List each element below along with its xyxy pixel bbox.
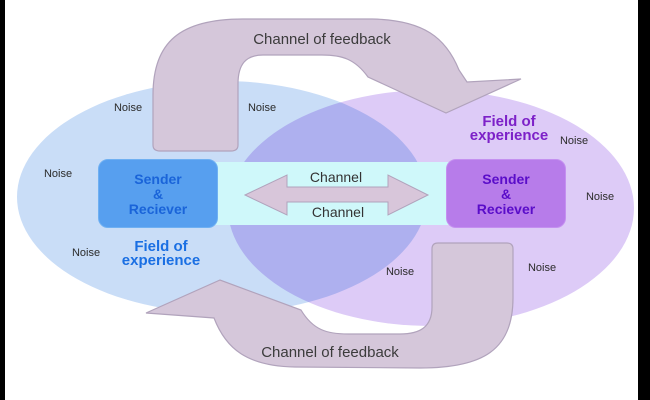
channel-label-top: Channel bbox=[309, 169, 363, 185]
left-field-line1: Field of bbox=[134, 238, 188, 255]
noise-label-top-left-inner: Noise bbox=[113, 102, 143, 114]
noise-label-bottom-right: Noise bbox=[527, 262, 557, 274]
right-box-line2: & bbox=[500, 186, 512, 202]
left-box-line3: Reciever bbox=[128, 201, 188, 217]
noise-label-top-center-left: Noise bbox=[247, 102, 277, 114]
right-letterbox-bar bbox=[638, 0, 650, 400]
noise-label-far-left: Noise bbox=[43, 168, 73, 180]
noise-label-far-right: Noise bbox=[585, 191, 615, 203]
top-feedback-arrow bbox=[152, 18, 522, 152]
left-letterbox-bar bbox=[0, 0, 5, 400]
noise-label-top-right: Noise bbox=[559, 135, 589, 147]
left-box-line1: Sender bbox=[134, 171, 182, 187]
right-sender-receiver-box: Sender & Reciever bbox=[446, 159, 566, 228]
right-box-line3: Reciever bbox=[476, 201, 536, 217]
right-field-line1: Field of bbox=[482, 113, 536, 130]
channel-label-bottom: Channel bbox=[311, 204, 365, 220]
top-feedback-label: Channel of feedback bbox=[253, 31, 391, 48]
noise-label-bottom-left: Noise bbox=[71, 247, 101, 259]
bottom-feedback-label: Channel of feedback bbox=[261, 344, 399, 361]
left-sender-receiver-box: Sender & Reciever bbox=[98, 159, 218, 228]
bottom-feedback-arrow bbox=[145, 242, 514, 369]
noise-label-bottom-center: Noise bbox=[385, 266, 415, 278]
left-box-line2: & bbox=[152, 186, 164, 202]
channel-double-arrow bbox=[243, 174, 430, 216]
right-field-of-experience-label: Field of experience bbox=[429, 113, 589, 144]
right-field-line2: experience bbox=[469, 127, 549, 144]
right-box-line1: Sender bbox=[482, 171, 530, 187]
left-field-line2: experience bbox=[121, 252, 201, 269]
left-field-of-experience-label: Field of experience bbox=[81, 238, 241, 269]
